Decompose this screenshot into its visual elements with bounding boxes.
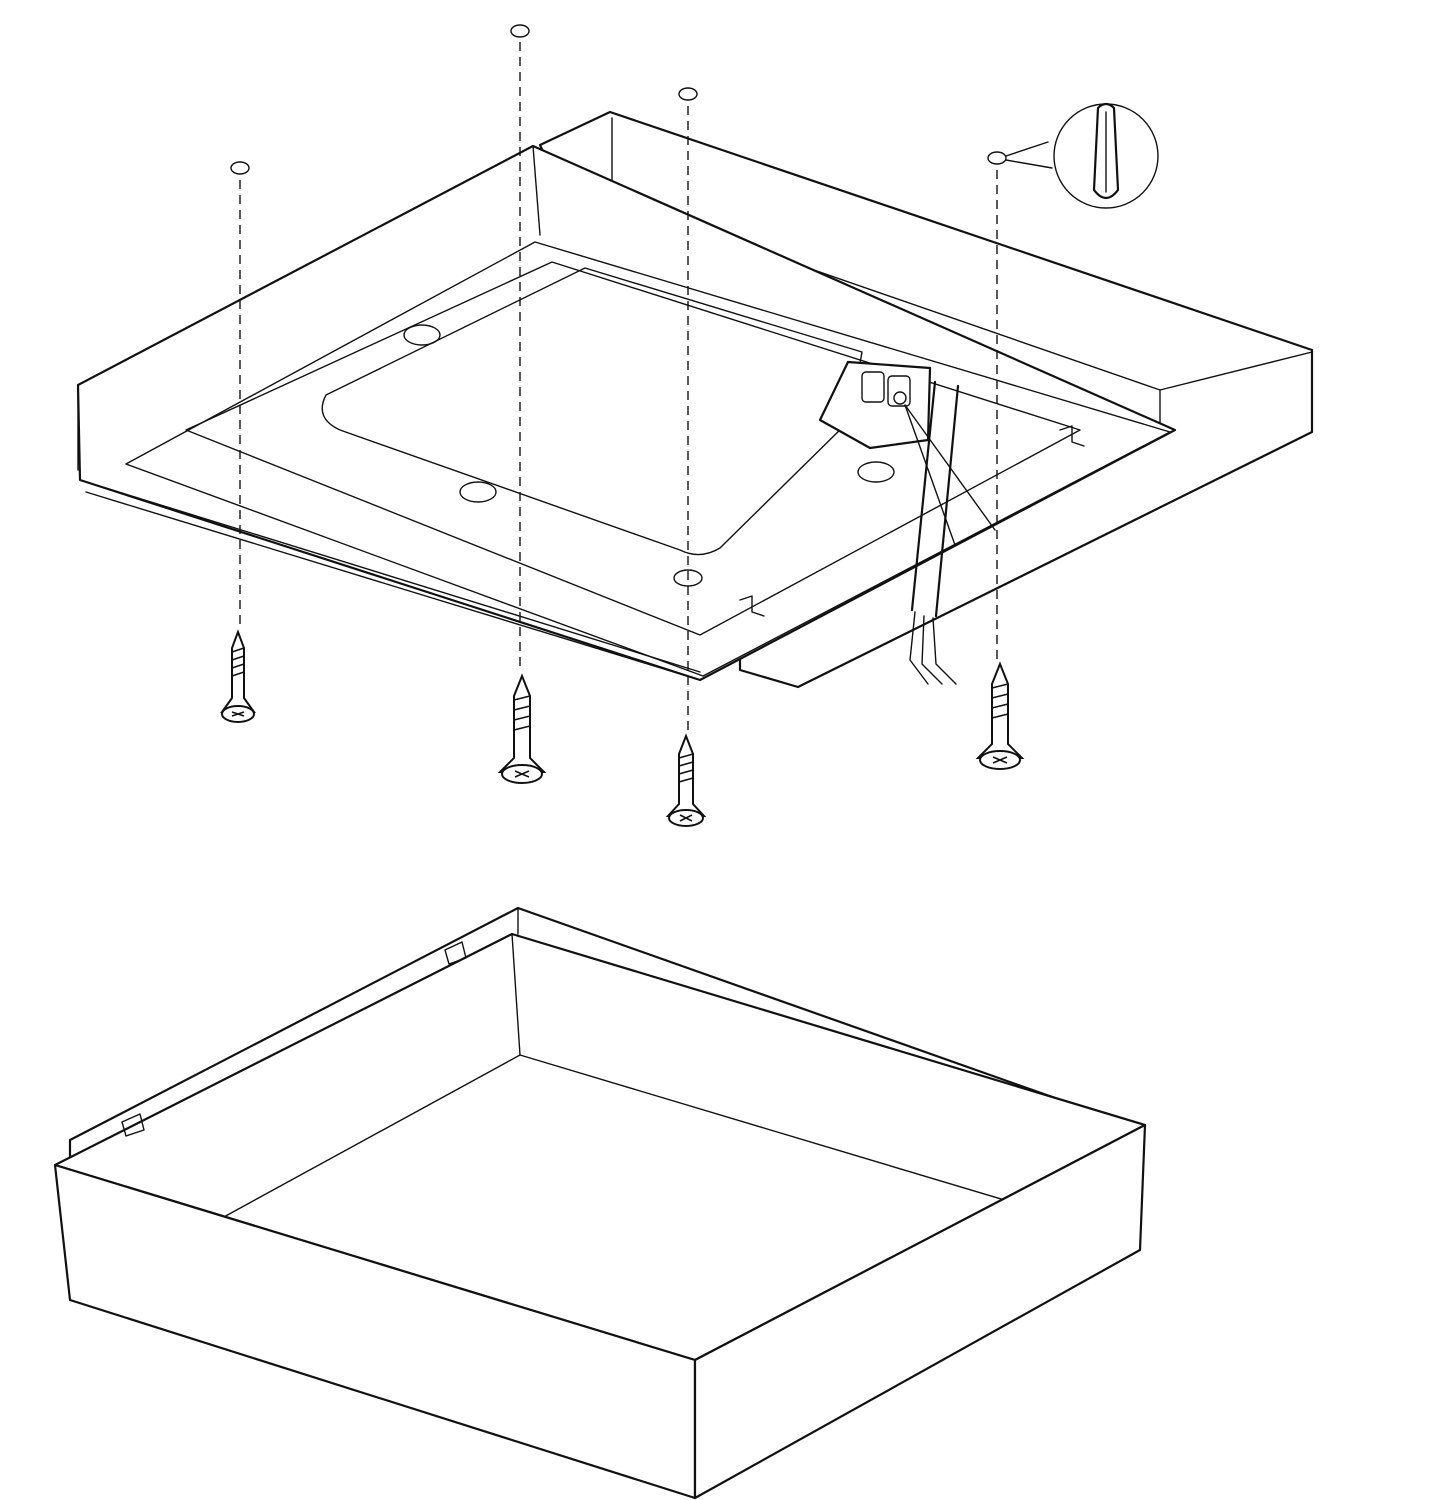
anchor-hole-4 bbox=[987, 151, 1007, 660]
mounting-plate bbox=[76, 110, 1314, 689]
screw-4 bbox=[975, 661, 1025, 770]
screw-3 bbox=[665, 733, 707, 827]
wall-plug-detail bbox=[1005, 102, 1159, 209]
anchor-hole-2 bbox=[510, 24, 530, 670]
anchor-hole-3 bbox=[678, 87, 698, 730]
screw-1 bbox=[220, 629, 256, 723]
terminal-block bbox=[818, 360, 932, 450]
anchor-hole-1 bbox=[230, 161, 250, 630]
lamp-body bbox=[53, 906, 1147, 1500]
screw-2 bbox=[497, 673, 547, 784]
power-cable bbox=[904, 380, 996, 685]
